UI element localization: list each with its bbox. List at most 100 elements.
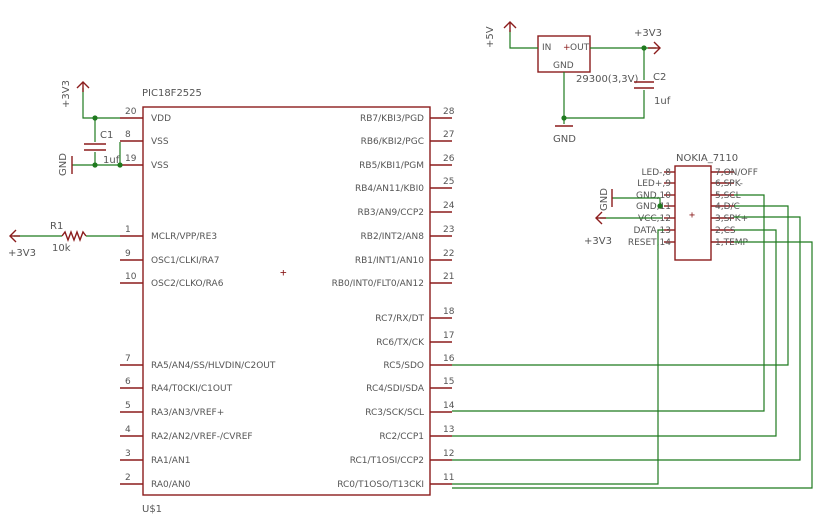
- wire-ccp1-cs: [452, 229, 777, 437]
- supply-5v-label: +5V: [485, 26, 496, 48]
- supply-3v3-reg-arrow: [653, 41, 661, 55]
- mcu-pin-number: 12: [443, 449, 454, 459]
- supply-3v3-vdd-label: +3V3: [61, 80, 72, 108]
- supply-5v: +5V: [485, 21, 517, 48]
- c1-value-label: 1uf: [103, 155, 120, 166]
- lcd-right-pin-label: 1,TEMP: [715, 238, 749, 248]
- mcu-pin-number: 18: [443, 307, 455, 317]
- mcu-pin-number: 16: [443, 354, 455, 364]
- lcd-origin-mark: +: [689, 210, 695, 221]
- wires: [14, 30, 813, 489]
- mcu-pin-name: RB3/AN9/CCP2: [357, 208, 424, 218]
- mcu-pin-name: RA1/AN1: [151, 456, 190, 466]
- mcu-pin-number: 23: [443, 225, 454, 235]
- supply-3v3-reg-label: +3V3: [634, 28, 662, 39]
- wire-ccp2-dc: [452, 216, 801, 461]
- mcu-pin-name: RB0/INT0/FLT0/AN12: [332, 279, 424, 289]
- mcu-pin-number: 7: [125, 354, 131, 364]
- mcu-pin-name: MCLR/VPP/RE3: [151, 232, 217, 242]
- mcu-pin-number: 6: [125, 377, 131, 387]
- supply-3v3-lcd-label: +3V3: [584, 236, 612, 247]
- mcu-pin-name: RB7/KBI3/PGD: [360, 114, 424, 124]
- regulator-value-label: 29300(3,3V): [576, 74, 638, 85]
- lcd-left-pin-label: GND,11: [636, 202, 671, 212]
- lcd-left-pin-label: RESET,14: [628, 238, 671, 248]
- wire-sdo-data: [452, 205, 789, 366]
- lcd-pins: LED-,8LED+,9GND,10GND,11VCC,12DATA,13RES…: [628, 168, 758, 248]
- junction-lcd-gnd: [657, 203, 663, 209]
- lcd-right-pin-label: 5,SCL: [715, 191, 741, 201]
- supply-3v3-mclr: +3V3: [8, 229, 36, 259]
- gnd-left-label: GND: [58, 153, 69, 176]
- lcd-connector-body: [674, 165, 712, 261]
- regulator-in-label: IN: [542, 43, 551, 53]
- mcu-pin-name: RB2/INT2/AN8: [361, 232, 425, 242]
- wire-vdd: [82, 88, 120, 119]
- mcu-pin-name: RA3/AN3/VREF+: [151, 408, 224, 418]
- junction-vss: [117, 162, 123, 168]
- c2-value-label: 1uf: [654, 96, 671, 107]
- mcu-pin-name: RB4/AN11/KBI0: [355, 184, 424, 194]
- gnd-reg: GND: [553, 125, 576, 145]
- gnd-left: GND: [58, 153, 73, 176]
- mcu-pin-number: 26: [443, 154, 455, 164]
- lcd-left-pin-label: VCC,12: [638, 214, 671, 224]
- lcd-right-pin-label: 4,D/C: [715, 202, 740, 212]
- mcu-pin-number: 2: [125, 473, 131, 483]
- wire-reset: [452, 241, 813, 489]
- lcd-left-pin-label: GND,10: [636, 191, 671, 201]
- lcd-connector: NOKIA_7110 + LED-,8LED+,9GND,10GND,11VCC…: [628, 153, 758, 261]
- mcu-pin-number: 8: [125, 130, 131, 140]
- supply-5v-arrow: [503, 21, 517, 29]
- mcu-pin-number: 21: [443, 272, 454, 282]
- supply-3v3-vdd-arrow: [76, 81, 90, 89]
- c1-ref-label: C1: [100, 130, 113, 141]
- mcu-pin-number: 9: [125, 249, 131, 259]
- mcu-pin-number: 13: [443, 425, 454, 435]
- junction-reg-gnd: [561, 115, 567, 121]
- lcd-name-label: NOKIA_7110: [676, 153, 738, 164]
- r1-ref-label: R1: [50, 221, 63, 232]
- mcu-body: [142, 106, 431, 496]
- mcu-pin-name: RB6/KBI2/PGC: [361, 137, 424, 147]
- mcu-pin-number: 25: [443, 177, 454, 187]
- lcd-left-pin-label: DATA,13: [634, 226, 672, 236]
- mcu-pin-name: RC7/RX/DT: [375, 314, 424, 324]
- mcu-pin-name: RC0/T1OSO/T13CKI: [337, 480, 424, 490]
- wire-sck-scl: [452, 194, 765, 412]
- mcu-pin-name: VDD: [151, 114, 171, 124]
- r1-value-label: 10k: [52, 243, 71, 254]
- junction-vdd: [92, 115, 98, 121]
- mcu-pin-number: 15: [443, 377, 454, 387]
- mcu-pin-number: 20: [125, 107, 137, 117]
- supply-3v3-lcd-arrow: [595, 211, 603, 225]
- supply-3v3-reg: +3V3: [634, 28, 662, 55]
- mcu-part-label: PIC18F2525: [142, 88, 202, 99]
- mcu-pin-name: RA0/AN0: [151, 480, 191, 490]
- mcu-pin-name: RC2/CCP1: [379, 432, 424, 442]
- regulator-out-label: OUT: [570, 43, 590, 53]
- junction-reg-out: [641, 45, 647, 51]
- mcu-pin-number: 28: [443, 107, 455, 117]
- lcd-left-pin-label: LED+,9: [637, 179, 671, 189]
- mcu-origin-mark: +: [280, 266, 287, 279]
- supply-3v3-mclr-arrow: [9, 229, 17, 243]
- lcd-right-pin-label: 2,CS: [715, 226, 736, 236]
- mcu-pin-name: RC6/TX/CK: [376, 338, 425, 348]
- supply-3v3-mclr-label: +3V3: [8, 248, 36, 259]
- mcu-pin-name: RC4/SDI/SDA: [366, 384, 425, 394]
- wire-rc0-data: [452, 229, 664, 485]
- mcu-pin-name: RC3/SCK/SCL: [365, 408, 424, 418]
- junction-c1-gnd: [92, 162, 98, 168]
- junctions: [92, 45, 663, 209]
- mcu-pin-name: RC1/T1OSI/CCP2: [350, 456, 424, 466]
- mcu-pin-name: RA4/T0CKI/C1OUT: [151, 384, 233, 394]
- mcu-pin-number: 1: [125, 225, 131, 235]
- capacitor-c1: C1 1uf: [84, 130, 120, 166]
- mcu-pin-name: VSS: [151, 161, 169, 171]
- mcu-right-pins: 28RB7/KBI3/PGD27RB6/KBI2/PGC26RB5/KBI1/P…: [332, 107, 455, 490]
- mcu-pin-number: 11: [443, 473, 454, 483]
- supply-3v3-vdd: +3V3: [61, 80, 90, 108]
- mcu-left-pins: 20VDD8VSS19VSS1MCLR/VPP/RE39OSC1/CLKI/RA…: [120, 107, 276, 490]
